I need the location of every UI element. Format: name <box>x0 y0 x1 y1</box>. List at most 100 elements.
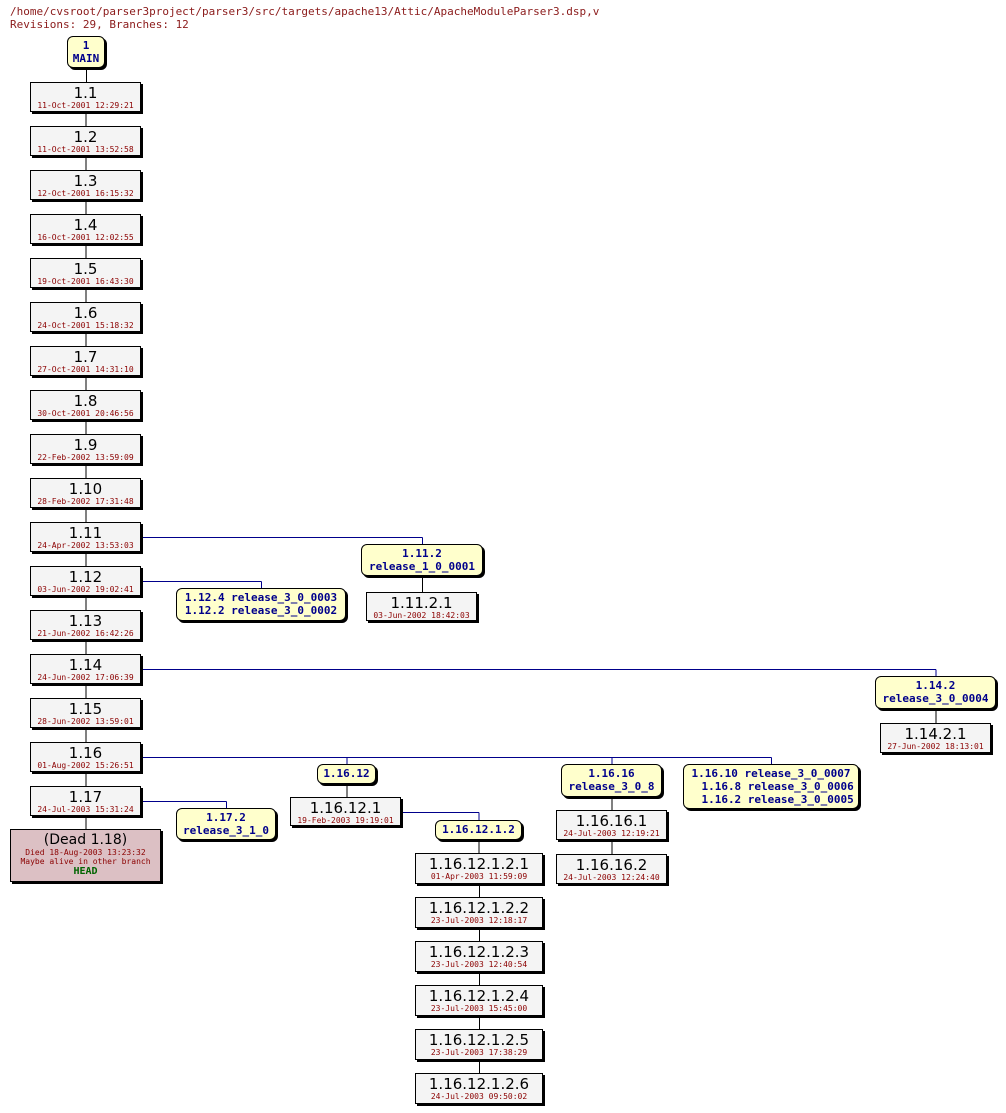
branch-tag-b1_16_multi[interactable]: 1.16.10 release_3_0_0007 1.16.8 release_… <box>683 764 859 809</box>
revision-date: 24-Jun-2002 17:06:39 <box>37 673 134 682</box>
revision-date: 01-Apr-2003 11:59:09 <box>430 872 528 881</box>
tag-line: 1.16.12.1.2 <box>442 823 515 836</box>
revision-number: 1.14 <box>68 656 103 674</box>
revision-number: 1.7 <box>73 348 98 366</box>
revision-number: 1.16 <box>68 744 103 762</box>
revision-date: 01-Aug-2002 15:26:51 <box>37 761 134 770</box>
dead-revision-label: (Dead 1.18) <box>43 832 128 848</box>
revision-date: 24-Apr-2002 13:53:03 <box>37 541 134 550</box>
file-path: /home/cvsroot/parser3project/parser3/src… <box>10 5 600 18</box>
dead-status-line: Maybe alive in other branch <box>20 857 151 866</box>
tag-line: 1.17.2 <box>206 811 246 824</box>
tag-line: 1 <box>82 39 90 52</box>
revision-date: 19-Oct-2001 16:43:30 <box>37 277 134 286</box>
revision-date: 27-Jun-2002 18:13:01 <box>887 742 984 751</box>
revision-date: 11-Oct-2001 13:52:58 <box>37 145 134 154</box>
revision-date: 28-Feb-2002 17:31:48 <box>37 497 134 506</box>
revision-number: 1.16.12.1.2.4 <box>428 987 530 1005</box>
revision-date: 11-Oct-2001 12:29:21 <box>37 101 134 110</box>
revision-date: 24-Jul-2003 09:50:02 <box>430 1092 528 1101</box>
revision-number: 1.15 <box>68 700 103 718</box>
revision-date: 23-Jul-2003 12:18:17 <box>430 916 528 925</box>
revision-number: 1.12 <box>68 568 103 586</box>
revision-date: 16-Oct-2001 12:02:55 <box>37 233 134 242</box>
revision-number: 1.11.2.1 <box>390 594 453 612</box>
revision-number: 1.10 <box>68 480 103 498</box>
revision-number: 1.16.12.1 <box>309 799 382 817</box>
revision-number: 1.9 <box>73 436 98 454</box>
revision-number: 1.14.2.1 <box>904 725 967 743</box>
tag-line: MAIN <box>72 52 100 65</box>
revision-date: 23-Jul-2003 17:38:29 <box>430 1048 528 1057</box>
revision-date: 23-Jul-2003 15:45:00 <box>430 1004 528 1013</box>
revision-number: 1.16.12.1.2.2 <box>428 899 530 917</box>
revision-number: 1.4 <box>73 216 98 234</box>
tag-line: release_3_1_0 <box>182 824 270 837</box>
revision-date: 24-Jul-2003 12:19:21 <box>563 829 660 838</box>
revision-date: 12-Oct-2001 16:15:32 <box>37 189 134 198</box>
tag-line: 1.12.4 release_3_0_0003 <box>184 591 338 604</box>
tag-line: 1.16.2 release_3_0_0005 <box>688 793 854 806</box>
tag-line: 1.16.12 <box>323 767 370 780</box>
branch-tag-b1_16_12[interactable]: 1.16.12 <box>317 764 376 784</box>
branch-tag-b1_16_12_1_2[interactable]: 1.16.12.1.2 <box>435 820 522 840</box>
tag-line: release_3_0_8 <box>568 780 655 793</box>
revision-date: 24-Jul-2003 15:31:24 <box>37 805 134 814</box>
revision-number: 1.17 <box>68 788 103 806</box>
revision-date: 19-Feb-2003 19:19:01 <box>297 816 394 825</box>
revision-date: 28-Jun-2002 13:59:01 <box>37 717 134 726</box>
revision-number: 1.5 <box>73 260 98 278</box>
revision-summary: Revisions: 29, Branches: 12 <box>10 18 189 31</box>
revision-number: 1.16.12.1.2.6 <box>428 1075 530 1093</box>
revision-date: 22-Feb-2002 13:59:09 <box>37 453 134 462</box>
revision-date: 24-Jul-2003 12:24:40 <box>563 873 660 882</box>
tag-line: 1.16.8 release_3_0_0006 <box>688 780 854 793</box>
tag-line: 1.16.10 release_3_0_0007 <box>691 767 851 780</box>
revision-number: 1.6 <box>73 304 98 322</box>
revision-date: 23-Jul-2003 12:40:54 <box>430 960 528 969</box>
revision-date: 21-Jun-2002 16:42:26 <box>37 629 134 638</box>
revision-date: 03-Jun-2002 18:42:03 <box>373 611 470 620</box>
head-label: HEAD <box>73 866 98 877</box>
revision-number: 1.16.16.2 <box>575 856 648 874</box>
dead-status-line: Died 18-Aug-2003 13:23:32 <box>25 848 146 857</box>
tag-line: release_3_0_0004 <box>882 692 989 705</box>
revision-date: 24-Oct-2001 15:18:32 <box>37 321 134 330</box>
